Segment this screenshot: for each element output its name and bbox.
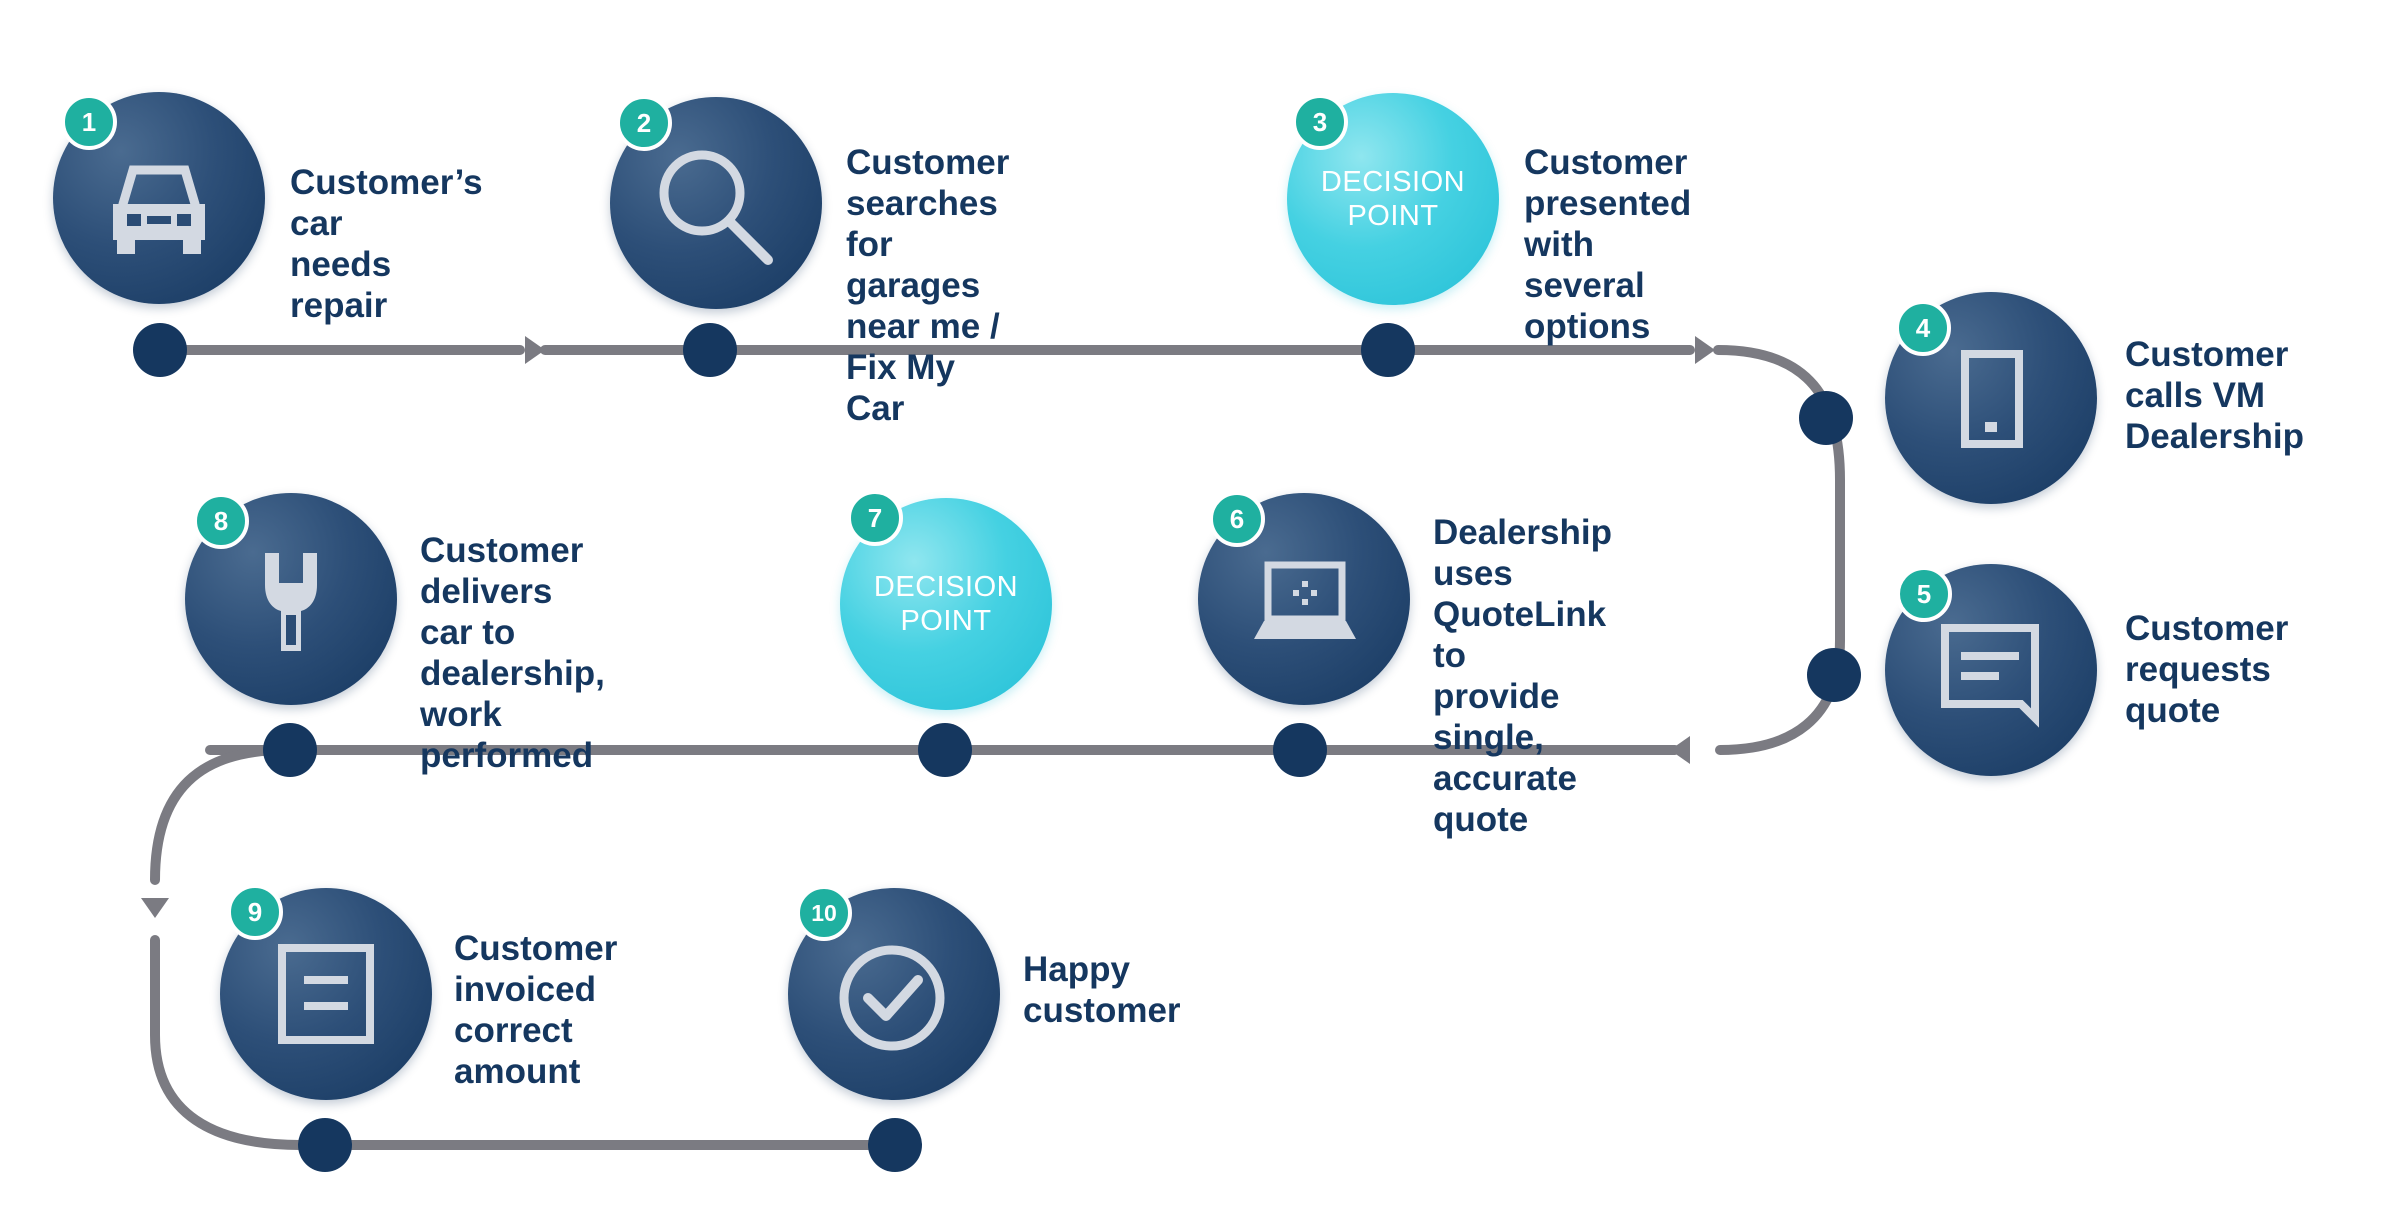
track-curve-right [1713, 345, 1845, 755]
decision-point-label: DECISION POINT [1320, 166, 1466, 232]
arrow-head-4 [141, 898, 169, 918]
step-6-badge: 6 [1209, 491, 1265, 547]
step-4-node [1799, 391, 1853, 445]
invoice-icon [278, 944, 374, 1044]
step-5-label: Customer requests quote [2125, 609, 2289, 730]
decision-point-label: DECISION POINT [873, 571, 1019, 637]
step-7-node [918, 723, 972, 777]
check-circle-icon [839, 945, 945, 1051]
wrench-icon [265, 553, 317, 651]
step-10-label: Happy customer [1023, 950, 1181, 1030]
step-1-badge: 1 [61, 94, 117, 150]
step-1-label: Customer’s car needs repair [290, 163, 483, 325]
track-curve-left-bottom [150, 935, 900, 1150]
arrow-head-1 [525, 336, 545, 364]
laptop-icon [1254, 561, 1356, 639]
phone-icon [1961, 350, 2023, 448]
step-2-label: Customer searches for garages near me / … [846, 143, 1010, 428]
step-6-label: Dealership uses QuoteLink to provide sin… [1433, 513, 1612, 839]
step-5-node [1807, 648, 1861, 702]
step-2-badge: 2 [616, 95, 672, 151]
car-icon [113, 165, 205, 254]
step-9-node [298, 1118, 352, 1172]
step-8-label: Customer delivers car to dealership, wor… [420, 531, 605, 775]
step-6-node [1273, 723, 1327, 777]
step-9-badge: 9 [227, 884, 283, 940]
step-10-node [868, 1118, 922, 1172]
step-7-badge: 7 [847, 490, 903, 546]
arrow-head-2 [1695, 336, 1715, 364]
step-5-badge: 5 [1896, 566, 1952, 622]
step-2-node [683, 323, 737, 377]
step-4-label: Customer calls VM Dealership [2125, 335, 2304, 456]
step-8-node [263, 723, 317, 777]
step-3-node [1361, 323, 1415, 377]
step-8-badge: 8 [193, 493, 249, 549]
chat-bubble-icon [1941, 624, 2039, 728]
step-4-badge: 4 [1895, 300, 1951, 356]
track-curve-left-top [150, 745, 290, 885]
step-10-badge: 10 [796, 885, 852, 941]
step-9-label: Customer invoiced correct amount [454, 929, 618, 1091]
step-3-badge: 3 [1292, 94, 1348, 150]
arrow-head-3 [1670, 736, 1690, 764]
search-icon [659, 150, 773, 265]
step-3-label: Customer presented with several options [1524, 143, 1692, 346]
step-1-node [133, 323, 187, 377]
